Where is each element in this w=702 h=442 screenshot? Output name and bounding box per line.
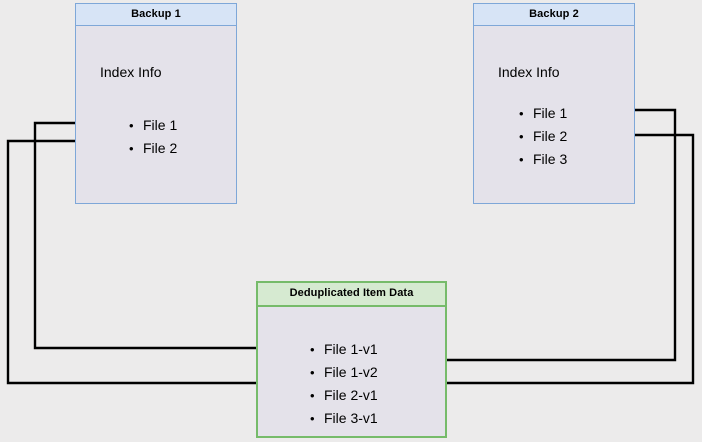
list-item[interactable]: File 2-v1: [310, 384, 378, 407]
node-backup-1-title: Backup 1: [76, 4, 236, 26]
node-backup-2-body: Index Info File 1 File 2 File 3: [474, 26, 634, 203]
list-item[interactable]: File 2: [519, 125, 567, 148]
backup-2-index-label: Index Info: [498, 64, 560, 80]
node-deduplicated-item-data-title: Deduplicated Item Data: [258, 283, 445, 307]
list-item[interactable]: File 3-v1: [310, 407, 378, 430]
list-item[interactable]: File 1-v2: [310, 361, 378, 384]
node-deduplicated-item-data-body: File 1-v1 File 1-v2 File 2-v1 File 3-v1: [258, 307, 445, 436]
backup-2-file-list: File 1 File 2 File 3: [519, 102, 567, 171]
dedup-file-list: File 1-v1 File 1-v2 File 2-v1 File 3-v1: [310, 338, 378, 430]
list-item[interactable]: File 1-v1: [310, 338, 378, 361]
list-item[interactable]: File 2: [129, 137, 177, 160]
node-backup-2[interactable]: Backup 2 Index Info File 1 File 2 File 3: [473, 3, 635, 204]
list-item[interactable]: File 3: [519, 148, 567, 171]
backup-1-index-label: Index Info: [100, 64, 162, 80]
node-deduplicated-item-data[interactable]: Deduplicated Item Data File 1-v1 File 1-…: [256, 281, 447, 438]
list-item[interactable]: File 1: [129, 114, 177, 137]
list-item[interactable]: File 1: [519, 102, 567, 125]
backup-1-file-list: File 1 File 2: [129, 114, 177, 160]
node-backup-1-body: Index Info File 1 File 2: [76, 26, 236, 203]
node-backup-1[interactable]: Backup 1 Index Info File 1 File 2: [75, 3, 237, 204]
node-backup-2-title: Backup 2: [474, 4, 634, 26]
